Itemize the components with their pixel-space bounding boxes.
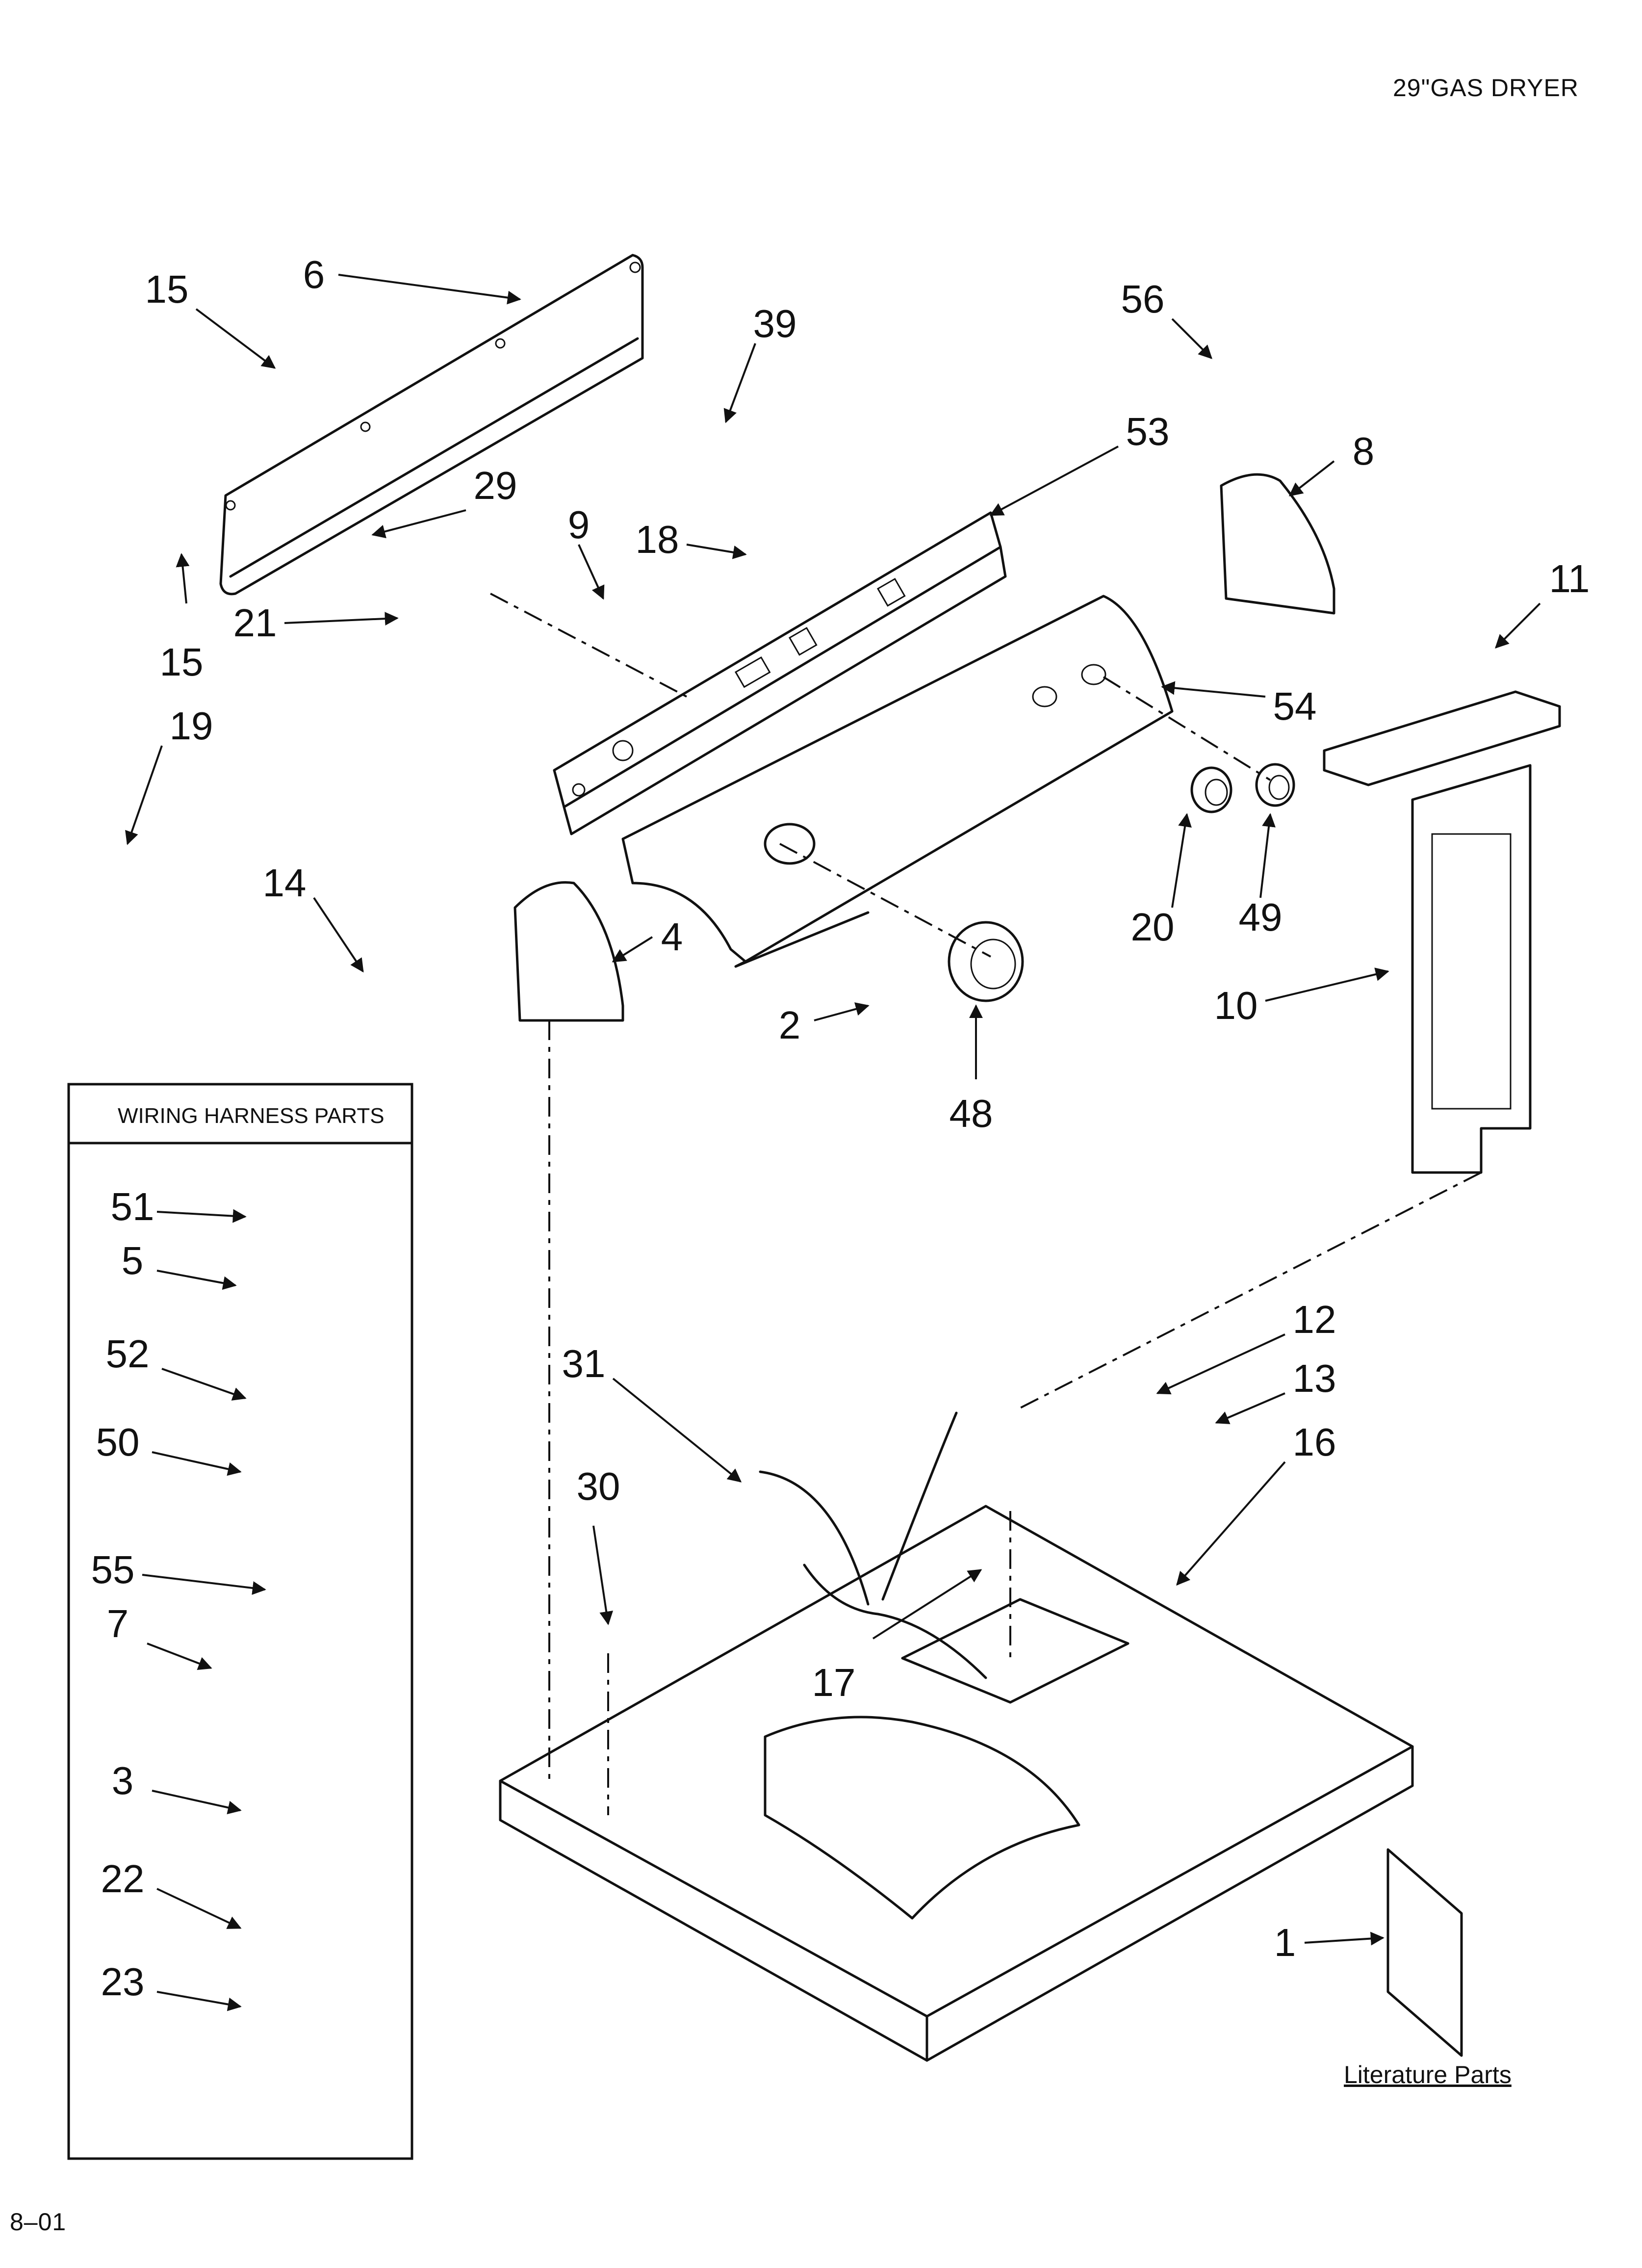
callout-23: 23: [101, 1960, 145, 2004]
callout-21: 21: [233, 601, 277, 645]
callout-18: 18: [635, 518, 679, 561]
lint-assembly: [1323, 690, 1561, 1174]
assembly-lines: [490, 593, 1482, 1815]
wiring-panel-title: WIRING HARNESS PARTS: [118, 1104, 385, 1128]
callout-8: 8: [1352, 429, 1375, 473]
callout-55: 55: [91, 1548, 135, 1591]
wiring-harness-parts-box: [67, 1083, 413, 2160]
callout-30: 30: [576, 1464, 620, 1508]
callout-49: 49: [1238, 895, 1283, 939]
callout-3: 3: [111, 1759, 134, 1802]
callout-15b: 15: [159, 640, 204, 684]
callout-6: 6: [303, 253, 325, 296]
page-title: 29"GAS DRYER: [1393, 74, 1579, 102]
literature-booklet: [1386, 1848, 1463, 2057]
end-caps: [513, 473, 1335, 1022]
callout-51: 51: [110, 1185, 154, 1228]
callout-13: 13: [1292, 1356, 1336, 1400]
callout-22: 22: [101, 1857, 145, 1901]
callout-52: 52: [105, 1332, 150, 1376]
wiring-harness: [759, 1411, 1080, 1920]
rear-mounting-plate: [219, 254, 644, 596]
callout-4: 4: [661, 915, 683, 959]
knobs: [948, 763, 1295, 1002]
literature-parts-label: Literature Parts: [1344, 2061, 1512, 2088]
callout-39: 39: [753, 302, 797, 345]
callout-14: 14: [262, 861, 307, 905]
control-console: [553, 511, 1007, 835]
callout-48: 48: [949, 1092, 993, 1135]
callout-2: 2: [778, 1003, 801, 1047]
callout-54: 54: [1273, 684, 1317, 728]
callout-31: 31: [562, 1342, 606, 1385]
callout-17: 17: [812, 1661, 856, 1704]
callout-7: 7: [106, 1602, 129, 1645]
callout-11: 11: [1549, 557, 1590, 600]
callout-20: 20: [1130, 905, 1175, 949]
callout-15a: 15: [145, 267, 189, 311]
callout-53: 53: [1126, 410, 1170, 453]
callout-50: 50: [96, 1420, 140, 1464]
callout-12: 12: [1292, 1298, 1336, 1341]
callout-56: 56: [1121, 277, 1165, 321]
footer-code: 8–01: [10, 2208, 67, 2236]
callout-5: 5: [121, 1239, 144, 1282]
callout-16: 16: [1292, 1420, 1336, 1464]
callout-19: 19: [169, 704, 213, 748]
top-panel: [499, 1505, 1414, 2062]
leader-arrows: [125, 274, 1541, 2011]
callout-29: 29: [473, 464, 517, 507]
callout-10: 10: [1214, 984, 1258, 1027]
callout-9: 9: [567, 503, 590, 547]
console-front-panel: [621, 595, 1174, 968]
callout-1: 1: [1274, 1921, 1296, 1964]
